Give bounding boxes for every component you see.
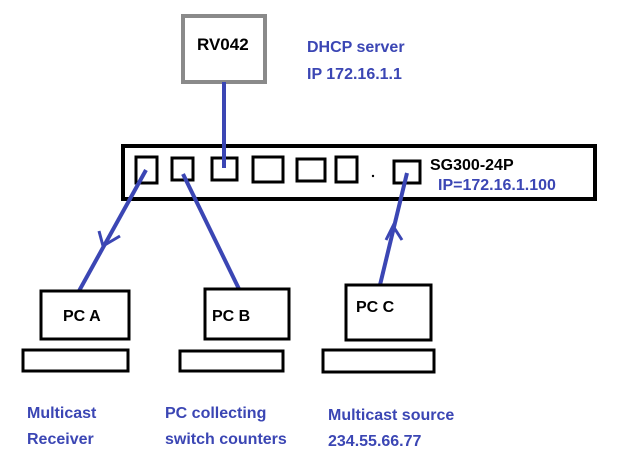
pc-a-label: PC A: [63, 308, 101, 325]
pc-b-base: [178, 349, 285, 373]
switch-port-uplink: [392, 159, 422, 185]
pc-b-caption-1: PC collecting: [165, 405, 266, 422]
switch-label: SG300-24P: [430, 157, 514, 174]
arrow-head-pca: [97, 230, 121, 249]
switch-port-2: [170, 156, 195, 182]
link-switch-pca: [77, 169, 148, 292]
switch-dot: [371, 174, 375, 178]
router-note-dhcp: DHCP server: [307, 39, 405, 56]
router-note-ip: IP 172.16.1.1: [307, 66, 402, 83]
pc-a-caption-1: Multicast: [27, 405, 97, 422]
link-switch-pcb: [181, 173, 241, 290]
pc-a-monitor: [39, 289, 131, 341]
switch-box: [121, 144, 597, 201]
pc-c-label: PC C: [356, 299, 395, 316]
switch-port-4: [251, 155, 285, 184]
pc-c-base: [321, 348, 436, 374]
pc-c-caption-2: 234.55.66.77: [328, 433, 422, 450]
pc-a-caption-2: Receiver: [27, 431, 94, 448]
switch-port-6: [334, 155, 359, 184]
arrow-head-pcc: [384, 222, 404, 241]
pc-b-caption-2: switch counters: [165, 431, 287, 448]
pc-a-base: [21, 348, 130, 373]
pc-c-caption-1: Multicast source: [328, 407, 454, 424]
pc-b-monitor: [203, 287, 291, 341]
pc-c-monitor: [344, 283, 433, 342]
pc-b-label: PC B: [212, 308, 250, 325]
switch-port-5: [295, 157, 327, 183]
switch-ip: IP=172.16.1.100: [438, 177, 556, 194]
router-label: RV042: [197, 35, 249, 54]
